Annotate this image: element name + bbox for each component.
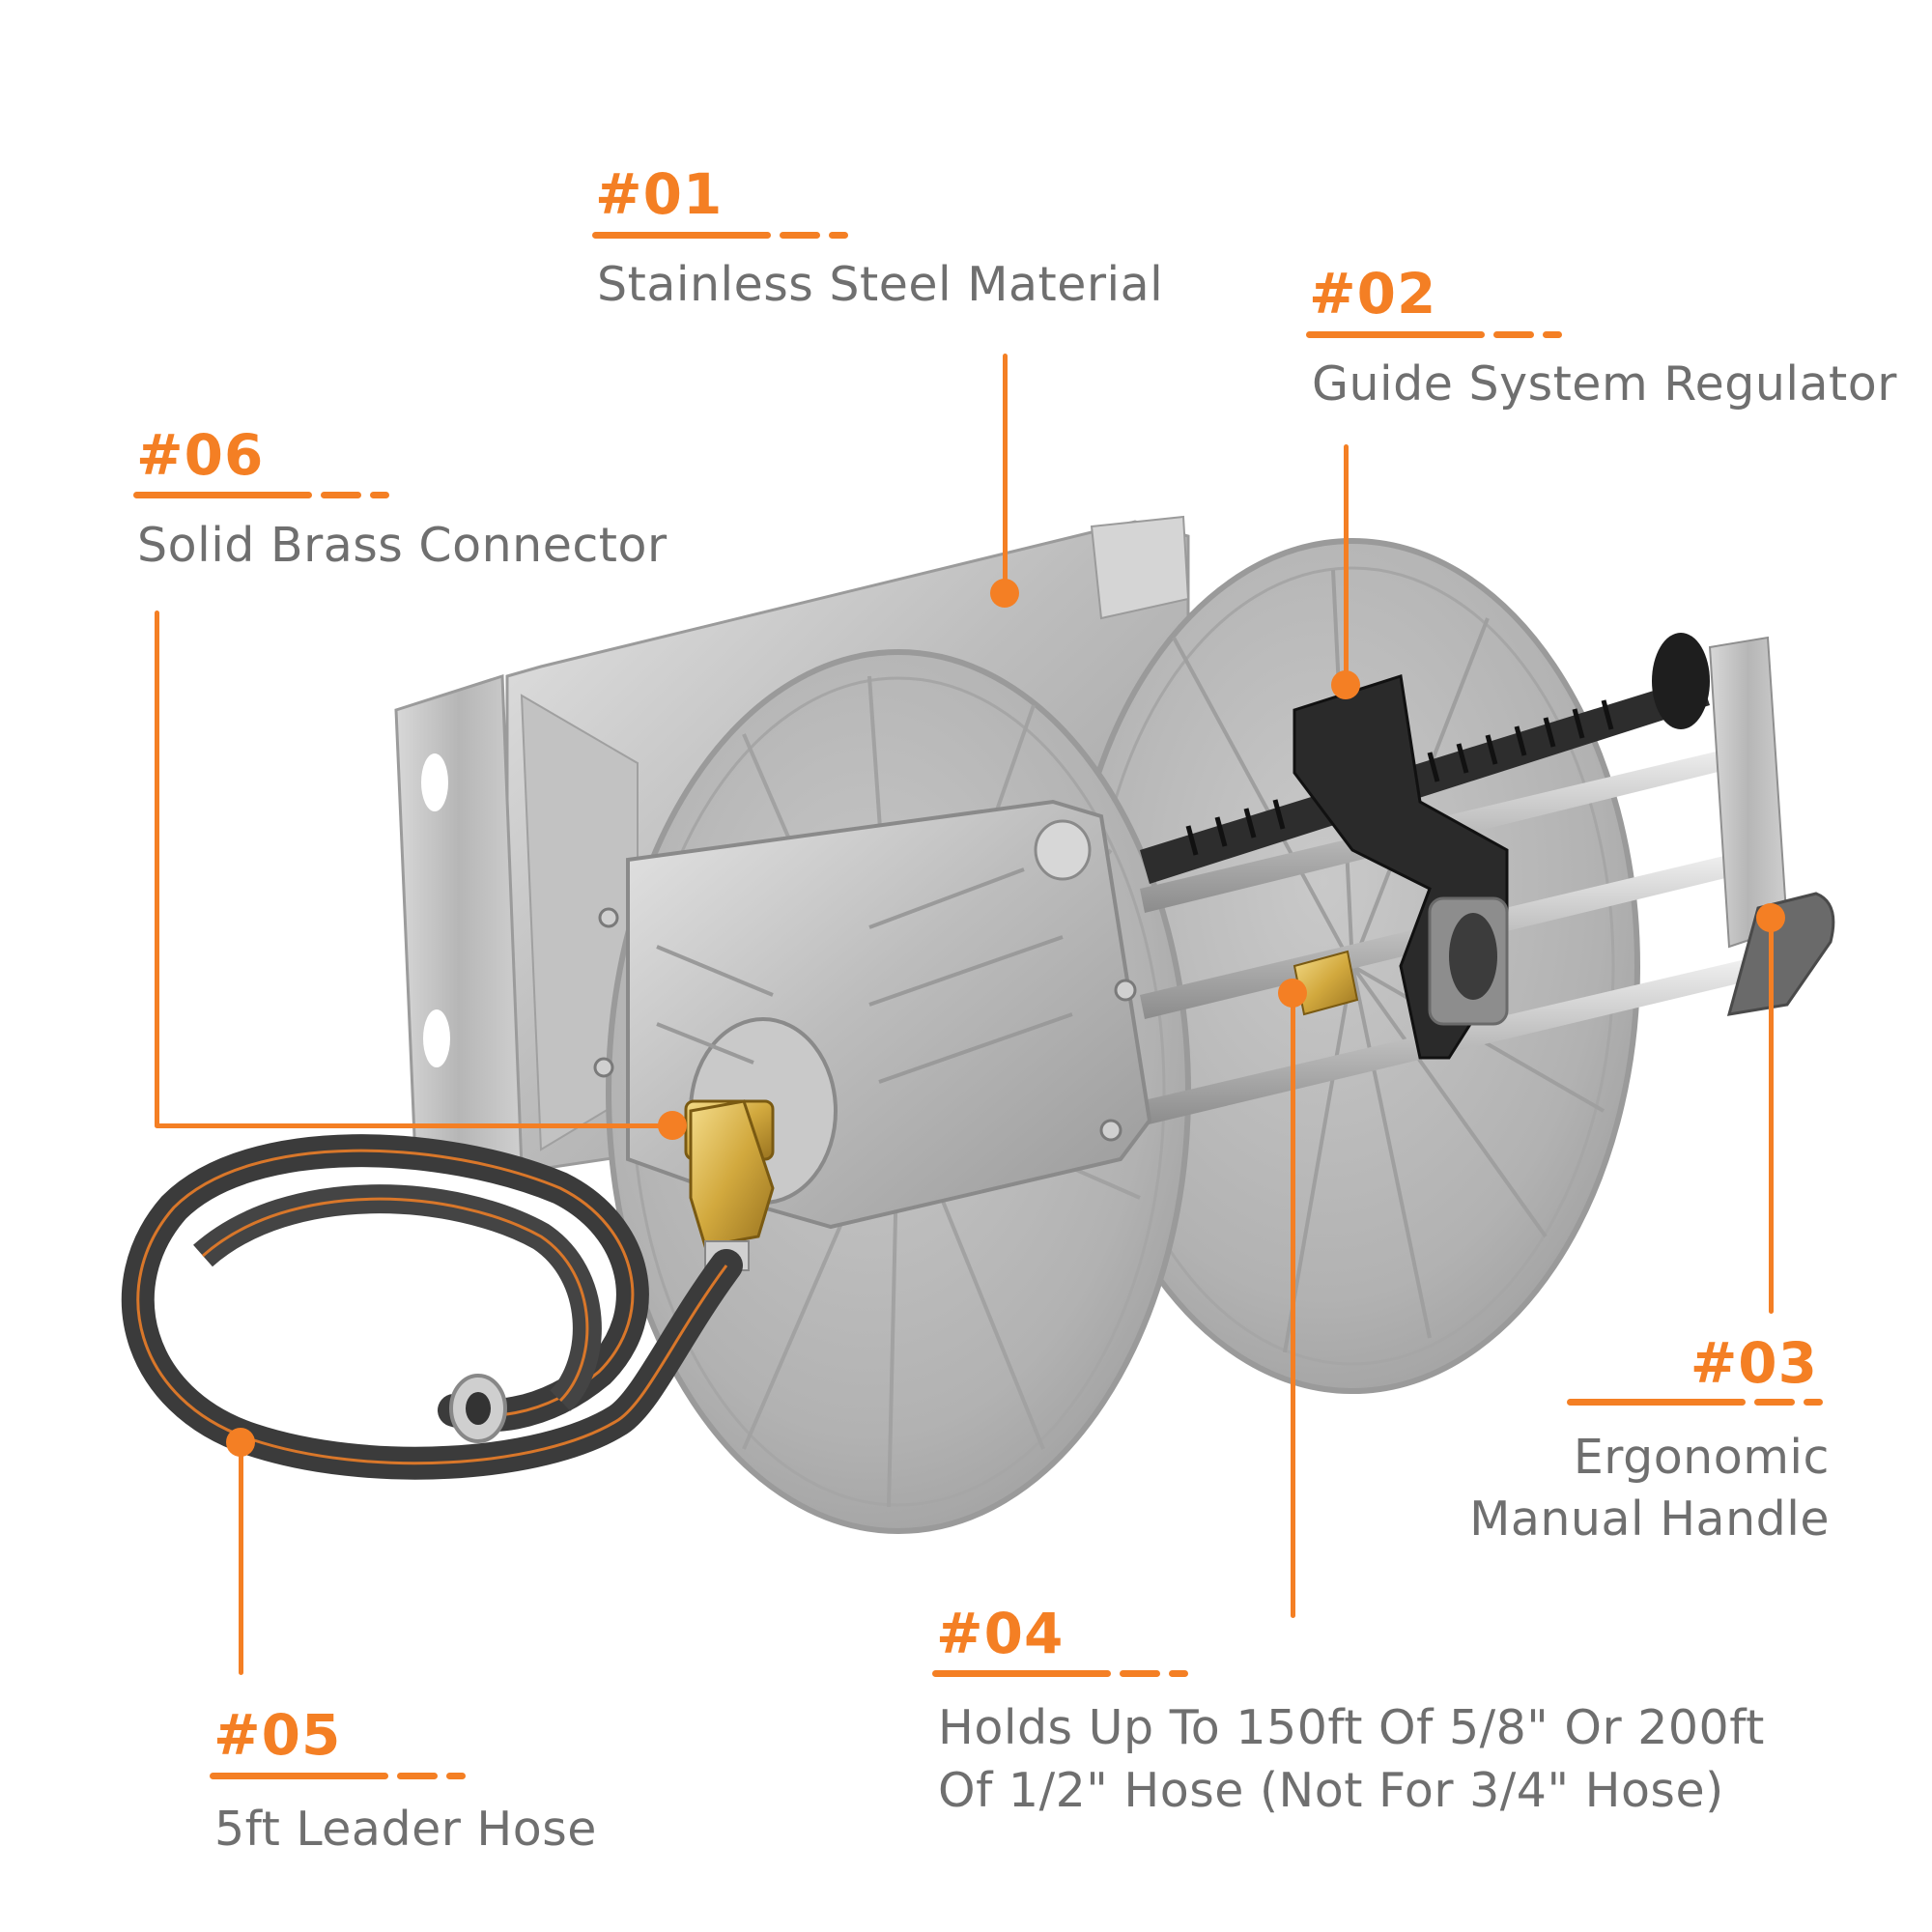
callout-dot-06 bbox=[658, 1111, 687, 1140]
callout-number-03: #03 bbox=[1690, 1330, 1818, 1396]
leader-line-06-vertical bbox=[155, 611, 159, 1127]
leader-line-02 bbox=[1344, 444, 1349, 686]
leader-line-04 bbox=[1291, 995, 1295, 1618]
callout-label-04-line1: Holds Up To 150ft Of 5/8" Or 200ft bbox=[938, 1700, 1765, 1755]
callout-label-06: Solid Brass Connector bbox=[137, 518, 668, 573]
callout-number-05: #05 bbox=[213, 1702, 342, 1768]
callout-dot-04 bbox=[1278, 979, 1307, 1008]
leader-line-06-horizontal bbox=[155, 1123, 671, 1128]
leader-line-01 bbox=[1003, 354, 1008, 593]
side-arm-plate bbox=[593, 799, 1152, 1230]
callout-underline-01 bbox=[592, 232, 848, 239]
callout-label-02: Guide System Regulator bbox=[1312, 356, 1897, 412]
callout-underline-03 bbox=[1567, 1399, 1823, 1406]
callout-label-05: 5ft Leader Hose bbox=[214, 1802, 597, 1857]
leader-line-03 bbox=[1769, 920, 1774, 1314]
callout-label-03-line2: Manual Handle bbox=[1469, 1492, 1830, 1547]
callout-number-01: #01 bbox=[595, 161, 724, 227]
callout-dot-02 bbox=[1331, 670, 1360, 699]
callout-underline-02 bbox=[1306, 331, 1562, 338]
leader-line-05 bbox=[239, 1443, 243, 1675]
callout-number-06: #06 bbox=[136, 422, 265, 488]
callout-dot-05 bbox=[226, 1428, 255, 1457]
callout-underline-05 bbox=[210, 1773, 466, 1779]
callout-label-01: Stainless Steel Material bbox=[597, 257, 1164, 312]
callout-label-04-line2: Of 1/2" Hose (Not For 3/4" Hose) bbox=[938, 1763, 1724, 1818]
brass-swivel-connector bbox=[684, 950, 1359, 1271]
crank-handle bbox=[1726, 892, 1835, 1016]
callout-dot-03 bbox=[1756, 903, 1785, 932]
callout-underline-04 bbox=[932, 1670, 1188, 1677]
callout-underline-06 bbox=[133, 492, 389, 498]
leader-hose bbox=[121, 1134, 743, 1480]
callout-label-03-line1: Ergonomic bbox=[1573, 1430, 1830, 1485]
callout-number-02: #02 bbox=[1309, 261, 1437, 327]
callout-dot-01 bbox=[990, 579, 1019, 608]
callout-number-04: #04 bbox=[936, 1601, 1065, 1666]
guide-screw-regulator bbox=[1140, 633, 1710, 1060]
